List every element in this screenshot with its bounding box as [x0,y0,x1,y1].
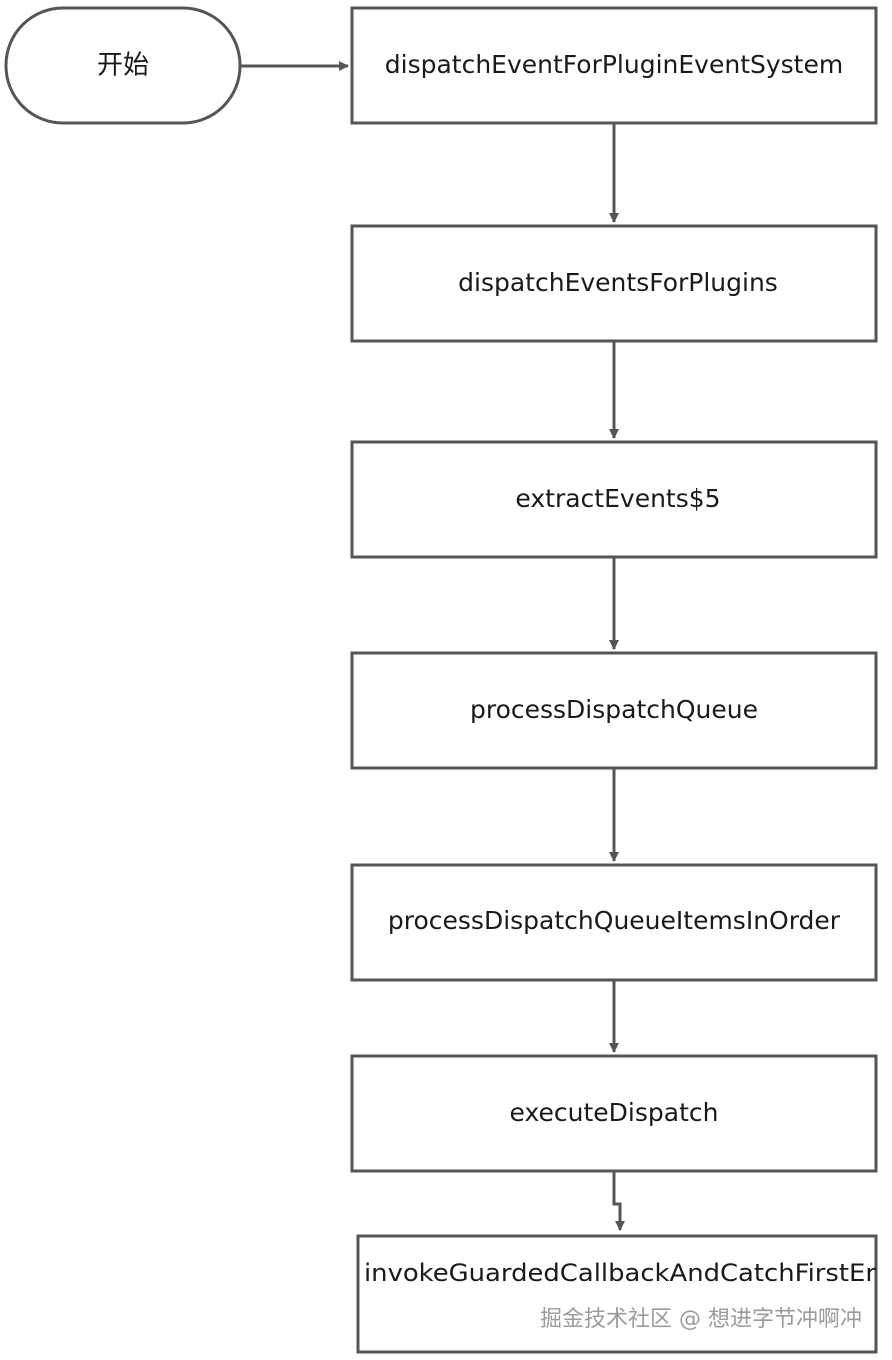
step-node-3-label: extractEvents$5 [515,484,720,513]
step-node-3: extractEvents$5 [350,440,878,559]
step-node-7: invokeGuardedCallbackAndCatchFirstEr [356,1234,878,1354]
step-node-7-label: invokeGuardedCallbackAndCatchFirstEr [364,1259,876,1287]
step-node-4-label: processDispatchQueue [470,695,758,724]
watermark: 掘金技术社区 @ 想进字节冲啊冲 [540,1307,862,1332]
arrow-step-6-to-step-7 [612,1171,625,1231]
step-node-4: processDispatchQueue [350,651,878,770]
step-node-6: executeDispatch [350,1054,878,1173]
start-node: 开始 [4,6,242,125]
step-node-5-label: processDispatchQueueItemsInOrder [388,906,841,935]
step-node-6-label: executeDispatch [510,1098,719,1127]
step-node-1: dispatchEventForPluginEventSystem [350,6,878,125]
step-node-5: processDispatchQueueItemsInOrder [350,863,878,982]
step-node-2: dispatchEventsForPlugins [350,224,878,343]
start-node-label: 开始 [97,51,149,81]
step-node-2-label: dispatchEventsForPlugins [458,268,778,297]
step-node-1-label: dispatchEventForPluginEventSystem [385,50,843,79]
